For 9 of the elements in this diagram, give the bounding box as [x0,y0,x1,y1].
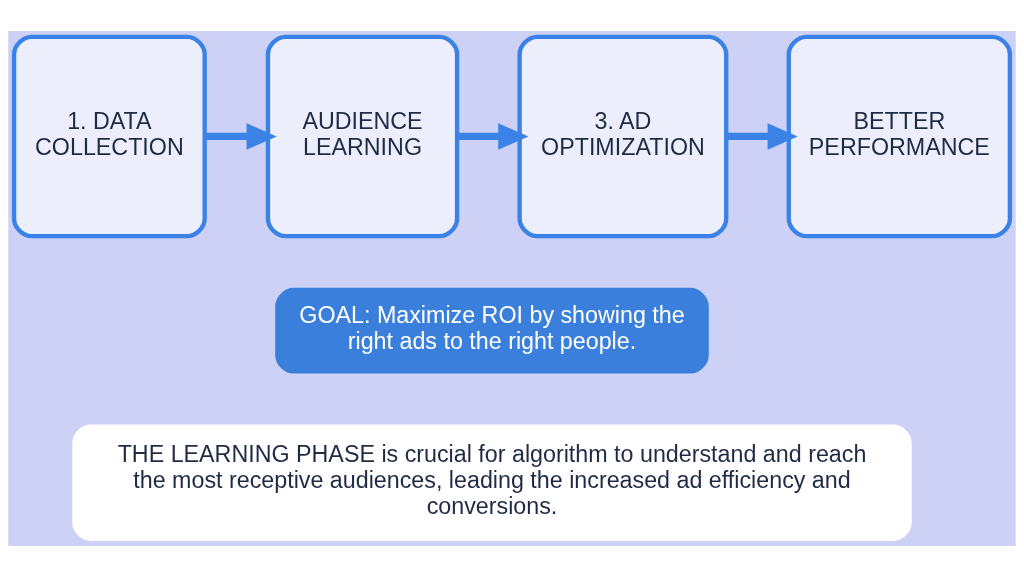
arrow [204,122,277,150]
node-box: AUDIENCE LEARNING [265,34,460,238]
arrow [457,122,529,150]
node-box: 3. AD OPTIMIZATION [517,34,729,238]
node-box: GOAL: Maximize ROI by showing the right ads to the right people. [275,287,709,374]
node-box: 1. DATA COLLECTION [11,34,207,238]
node-box: BETTER PERFORMANCE [786,34,1013,238]
arrow [726,122,798,150]
node-box: THE LEARNING PHASE is crucial for algorithm to understand and reach the most receptive audiences, leading the increased ad efficiency and conversions. [72,424,912,541]
